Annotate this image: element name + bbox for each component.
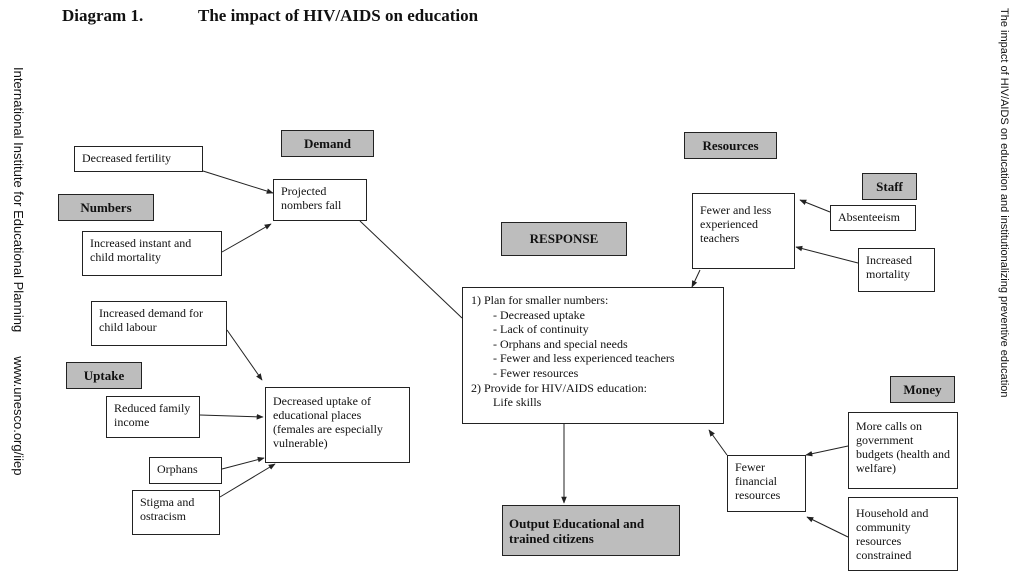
response-line: 2) Provide for HIV/AIDS education: <box>471 380 647 395</box>
node-fewer-teachers: Fewer and less experienced teachers <box>692 193 795 269</box>
response-line: - Orphans and special needs <box>493 336 628 351</box>
line-projected-to-response <box>359 220 463 319</box>
arrow-teachers-to-response <box>691 269 701 288</box>
arrow-household-to-financial <box>806 516 849 538</box>
response-actions-box: 1) Plan for smaller numbers: - Decreased… <box>462 287 724 424</box>
diagram-number: Diagram 1. <box>62 6 144 25</box>
node-orphans: Orphans <box>149 457 222 484</box>
org-name: International Institute for Educational … <box>11 67 26 333</box>
arrow-absenteeism-to-teachers <box>799 199 831 213</box>
category-demand: Demand <box>281 130 374 157</box>
left-margin-text: International Institute for Educational … <box>8 67 26 537</box>
arrow-mortality-to-projected <box>221 223 272 253</box>
diagram-title: The impact of HIV/AIDS on education <box>198 6 479 25</box>
node-increased-mortality: Increased mortality <box>858 248 935 292</box>
node-decreased-fertility: Decreased fertility <box>74 146 203 172</box>
response-line: - Fewer resources <box>493 365 579 380</box>
node-reduced-income: Reduced family income <box>106 396 200 438</box>
node-more-calls: More calls on government budgets (health… <box>848 412 958 489</box>
category-staff: Staff <box>862 173 917 200</box>
response-line: - Fewer and less experienced teachers <box>493 351 675 366</box>
node-household-resources: Household and community resources constr… <box>848 497 958 571</box>
node-infant-child-mortality: Increased instant and child mortality <box>82 231 222 276</box>
arrow-labour-to-uptake <box>226 329 263 381</box>
node-projected-numbers-fall: Projected nombers fall <box>273 179 367 221</box>
response-line: Life skills <box>493 395 542 410</box>
category-resources: Resources <box>684 132 777 159</box>
category-uptake: Uptake <box>66 362 142 389</box>
running-title: The impact of HIV/AIDS on education and … <box>998 8 1010 398</box>
arrow-income-to-uptake <box>199 414 264 420</box>
response-line: - Decreased uptake <box>493 307 585 322</box>
arrow-calls-to-financial <box>805 445 849 457</box>
response-line: - Lack of continuity <box>493 322 589 337</box>
org-url: www.unesco.org/iiep <box>11 356 26 476</box>
response-line: 1) Plan for smaller numbers: <box>471 293 609 307</box>
category-money: Money <box>890 376 955 403</box>
category-numbers: Numbers <box>58 194 154 221</box>
arrow-mortality-to-teachers <box>795 245 859 264</box>
arrow-orphans-to-uptake <box>221 456 265 470</box>
arrow-financial-to-response <box>708 429 728 456</box>
node-child-labour: Increased demand for child labour <box>91 301 227 346</box>
node-decreased-uptake: Decreased uptake of educational places (… <box>265 387 410 463</box>
output-box: Output Educational and trained citizens <box>502 505 680 556</box>
node-fewer-financial: Fewer financial resources <box>727 455 806 512</box>
node-stigma: Stigma and ostracism <box>132 490 220 535</box>
category-response: RESPONSE <box>501 222 627 256</box>
node-absenteeism: Absenteeism <box>830 205 916 231</box>
arrow-stigma-to-uptake <box>219 463 276 498</box>
arrow-fertility-to-projected <box>202 170 274 194</box>
